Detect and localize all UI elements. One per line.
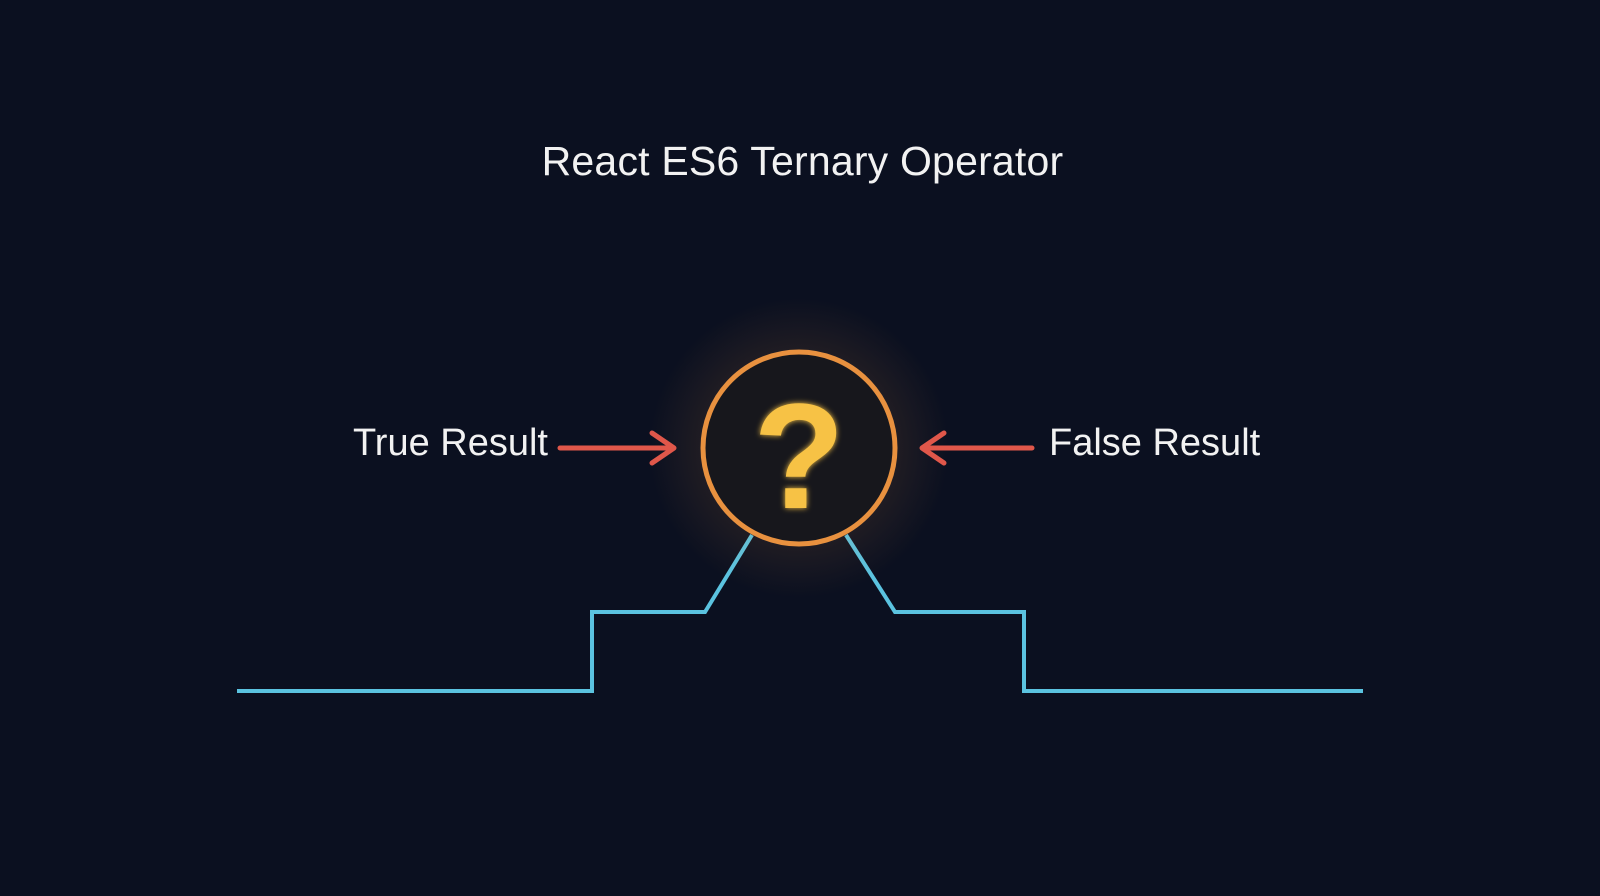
step-path-line bbox=[237, 533, 754, 693]
true-result-label: True Result bbox=[353, 422, 548, 464]
decision-circle bbox=[700, 349, 898, 547]
false-result-label: False Result bbox=[1049, 422, 1261, 464]
question-mark-icon: ? bbox=[753, 372, 845, 540]
false-arrow-icon bbox=[919, 430, 1035, 466]
step-path-line-right bbox=[844, 533, 1363, 693]
diagram-title: React ES6 Ternary Operator bbox=[541, 138, 1064, 184]
true-arrow-icon bbox=[557, 430, 677, 466]
